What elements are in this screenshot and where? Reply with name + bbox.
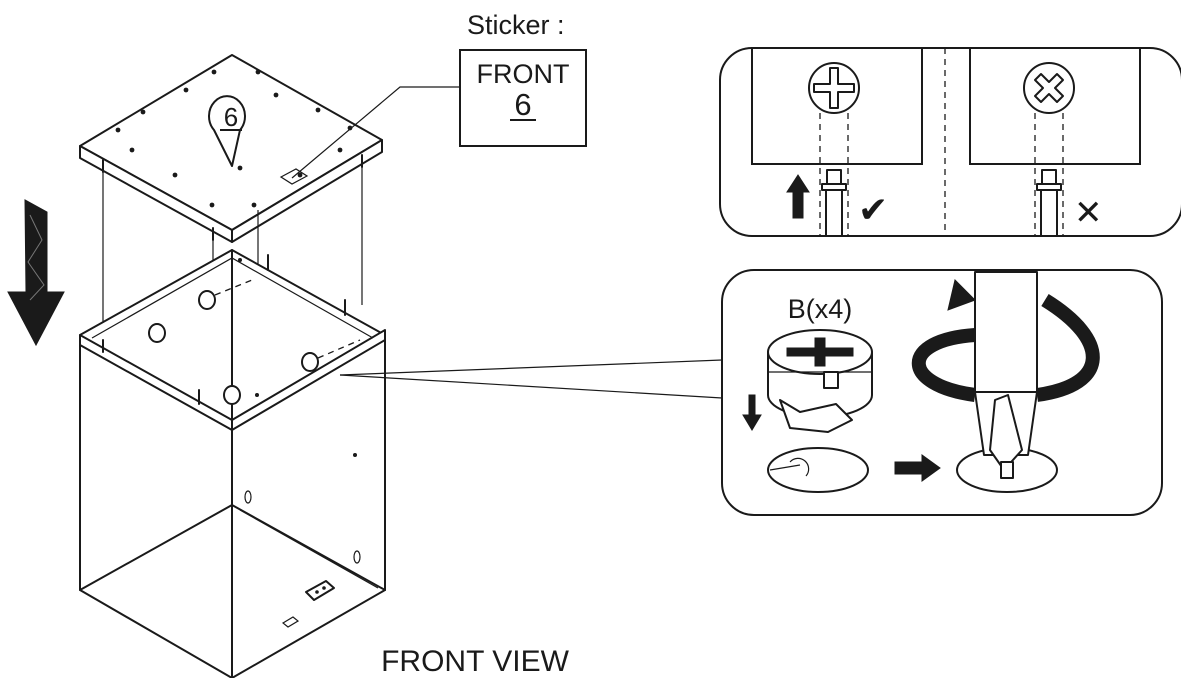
cross-icon: ✕ — [1074, 194, 1103, 232]
down-arrow-icon — [7, 199, 65, 347]
checkmark-icon: ✔ — [858, 189, 888, 230]
down-arrow-icon — [742, 394, 762, 431]
up-arrow-icon — [786, 174, 810, 219]
sticker-line-1: FRONT — [477, 59, 570, 89]
detail-pointer — [339, 359, 723, 399]
right-arrow-icon — [894, 454, 941, 482]
cam-fitting — [148, 290, 319, 405]
sticker-line-2: 6 — [514, 87, 531, 122]
sticker-title: Sticker : — [467, 10, 565, 40]
cam-lock-detail-panel: B(x4) — [721, 269, 1163, 516]
sticker-box: Sticker : FRONT 6 — [291, 10, 587, 179]
cam-lock-icon — [767, 329, 873, 433]
rotate-arrow-icon — [911, 279, 1100, 402]
wrong-head-icon — [1023, 62, 1075, 114]
part-number-label: 6 — [224, 102, 238, 132]
part-number-callout: 6 — [208, 95, 246, 167]
cam-quantity-label: B(x4) — [788, 294, 853, 324]
screw-check-panel: ✔ ✕ — [719, 47, 1181, 237]
cabinet-carcass — [79, 249, 386, 678]
front-view-caption: FRONT VIEW — [381, 645, 569, 678]
phillips-head-icon — [808, 62, 860, 114]
